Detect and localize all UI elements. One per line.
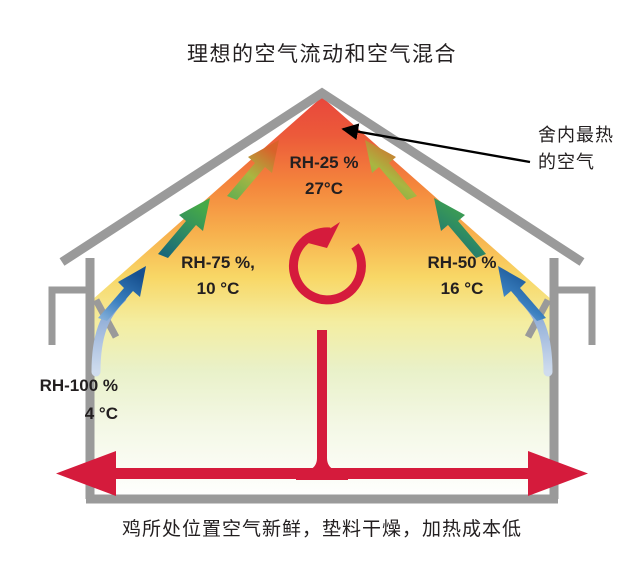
circulation-loop-arrow [289, 222, 366, 305]
annotation-line-1: 舍内最热 [538, 125, 614, 145]
inlet-zone-rh: RH-100 % [39, 376, 118, 395]
right-inlet-housing [554, 286, 596, 345]
annotation-line-2: 的空气 [538, 152, 595, 172]
inlet-zone-label: RH-100 % 4 °C [0, 372, 118, 428]
upper-left-zone-rh: RH-75 %, [181, 253, 255, 272]
hottest-air-pointer [341, 123, 531, 164]
page-title: 理想的空气流动和空气混合 [187, 42, 457, 66]
upper-left-zone-temp: 10 °C [196, 279, 240, 298]
left-inlet-housing [48, 286, 90, 345]
house-structure [59, 87, 585, 504]
upper-right-zone-rh: RH-50 % [427, 253, 497, 272]
peak-zone-label: RH-25 % 27°C [266, 150, 382, 202]
inlet-zone-temp: 4 °C [84, 404, 118, 423]
upper-left-zone-label: RH-75 %, 10 °C [152, 250, 284, 302]
left-flow-arrows [98, 140, 279, 321]
upper-right-zone-label: RH-50 % 16 °C [396, 250, 528, 302]
left-upper-arrow [227, 140, 279, 200]
page-caption: 鸡所处位置空气新鲜，垫料干燥，加热成本低 [121, 519, 522, 540]
right-inlet-arrow [498, 266, 546, 321]
right-mid-arrow [434, 198, 486, 258]
left-mid-arrow [158, 198, 210, 258]
side-inlet-housings [48, 286, 596, 345]
right-flow-arrows [365, 140, 546, 321]
roof-line [59, 87, 585, 266]
peak-zone-rh: RH-25 % [289, 153, 359, 172]
hottest-air-annotation: 舍内最热 的空气 [538, 122, 642, 176]
right-upper-arrow [365, 140, 417, 200]
upper-right-zone-temp: 16 °C [440, 279, 484, 298]
floor-distribution-arrow [56, 330, 588, 496]
peak-zone-temp: 27°C [305, 179, 343, 198]
left-inlet-arrow [98, 266, 146, 321]
